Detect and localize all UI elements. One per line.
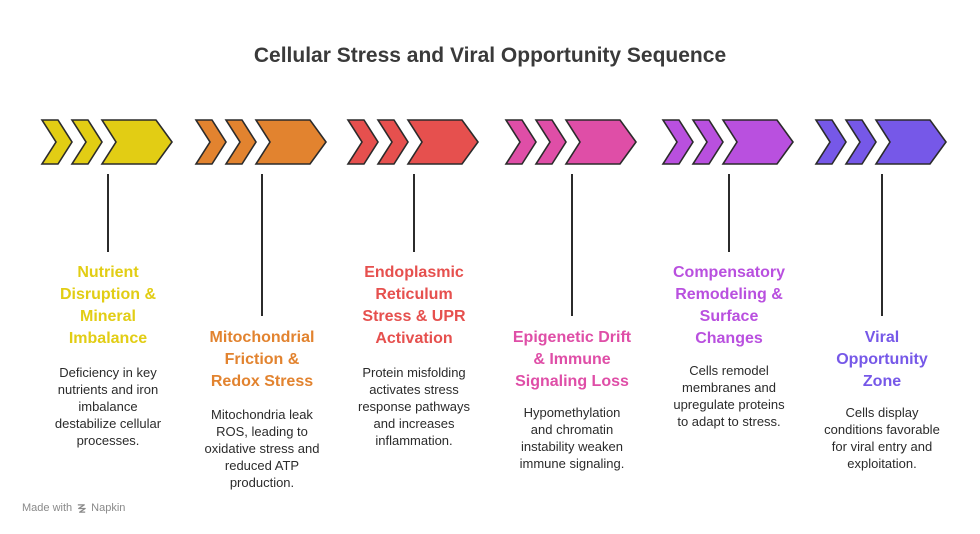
chevron-segment-2 (224, 119, 257, 165)
chevron-arrow-icon (346, 119, 479, 165)
chevron-segment-3 (406, 119, 479, 165)
stage-title: Mitochondrial Friction & Redox Stress (209, 329, 315, 390)
connector-line (107, 174, 109, 252)
chevron-arrow-icon (504, 119, 637, 165)
connector-line (571, 174, 573, 316)
stage-description: Deficiency in key nutrients and iron imb… (54, 365, 162, 448)
chevron-segment-3 (254, 119, 327, 165)
chevron-segment-1 (346, 119, 379, 165)
made-with-label: Made with (22, 502, 73, 514)
chevron-segment-2 (70, 119, 103, 165)
stage-description: Mitochondria leak ROS, leading to oxidat… (204, 407, 320, 490)
chevron-segment-3 (874, 119, 947, 165)
chevron-segment-2 (691, 119, 724, 165)
made-with-napkin: Made with Napkin (22, 502, 125, 514)
chevron-segment-1 (504, 119, 537, 165)
chevron-segment-1 (661, 119, 694, 165)
stage-title: Endoplasmic Reticulum Stress & UPR Activ… (362, 264, 466, 347)
stage-title: Compensatory Remodeling & Surface Change… (672, 264, 786, 347)
connector-line (728, 174, 730, 252)
chevron-segment-2 (844, 119, 877, 165)
diagram-title: Cellular Stress and Viral Opportunity Se… (253, 44, 727, 67)
napkin-brand-label: Napkin (91, 502, 126, 514)
stage-er-stress: Endoplasmic Reticulum Stress & UPR Activ… (336, 0, 492, 534)
stage-description: Hypomethylation and chromatin instabilit… (519, 405, 625, 471)
stage-title: Viral Opportunity Zone (836, 329, 928, 390)
napkin-logo-icon (77, 503, 86, 513)
chevron-arrow-icon (661, 119, 794, 165)
connector-line (261, 174, 263, 316)
chevron-segment-3 (564, 119, 637, 165)
stage-description: Cells display conditions favorable for v… (824, 405, 940, 471)
chevron-segment-2 (376, 119, 409, 165)
stage-compensatory-remodeling: Compensatory Remodeling & Surface Change… (651, 0, 807, 534)
chevron-arrow-icon (40, 119, 173, 165)
stage-mitochondrial-friction: Mitochondrial Friction & Redox Stress Mi… (184, 0, 340, 534)
stage-description: Protein misfolding activates stress resp… (357, 365, 470, 448)
stage-title: Epigenetic Drift & Immune Signaling Loss (512, 329, 632, 390)
chevron-arrow-icon (814, 119, 947, 165)
chevron-segment-1 (814, 119, 847, 165)
stage-epigenetic-drift: Epigenetic Drift & Immune Signaling Loss… (494, 0, 650, 534)
connector-line (881, 174, 883, 316)
stage-description: Cells remodel membranes and upregulate p… (673, 363, 785, 429)
chevron-segment-3 (100, 119, 173, 165)
chevron-segment-1 (40, 119, 73, 165)
connector-line (413, 174, 415, 252)
chevron-segment-1 (194, 119, 227, 165)
stage-nutrient-disruption: Nutrient Disruption & Mineral Imbalance … (30, 0, 186, 534)
chevron-segment-3 (721, 119, 794, 165)
chevron-arrow-icon (194, 119, 327, 165)
stage-viral-opportunity: Viral Opportunity Zone Cells display con… (804, 0, 960, 534)
chevron-segment-2 (534, 119, 567, 165)
stage-title: Nutrient Disruption & Mineral Imbalance (60, 264, 156, 347)
